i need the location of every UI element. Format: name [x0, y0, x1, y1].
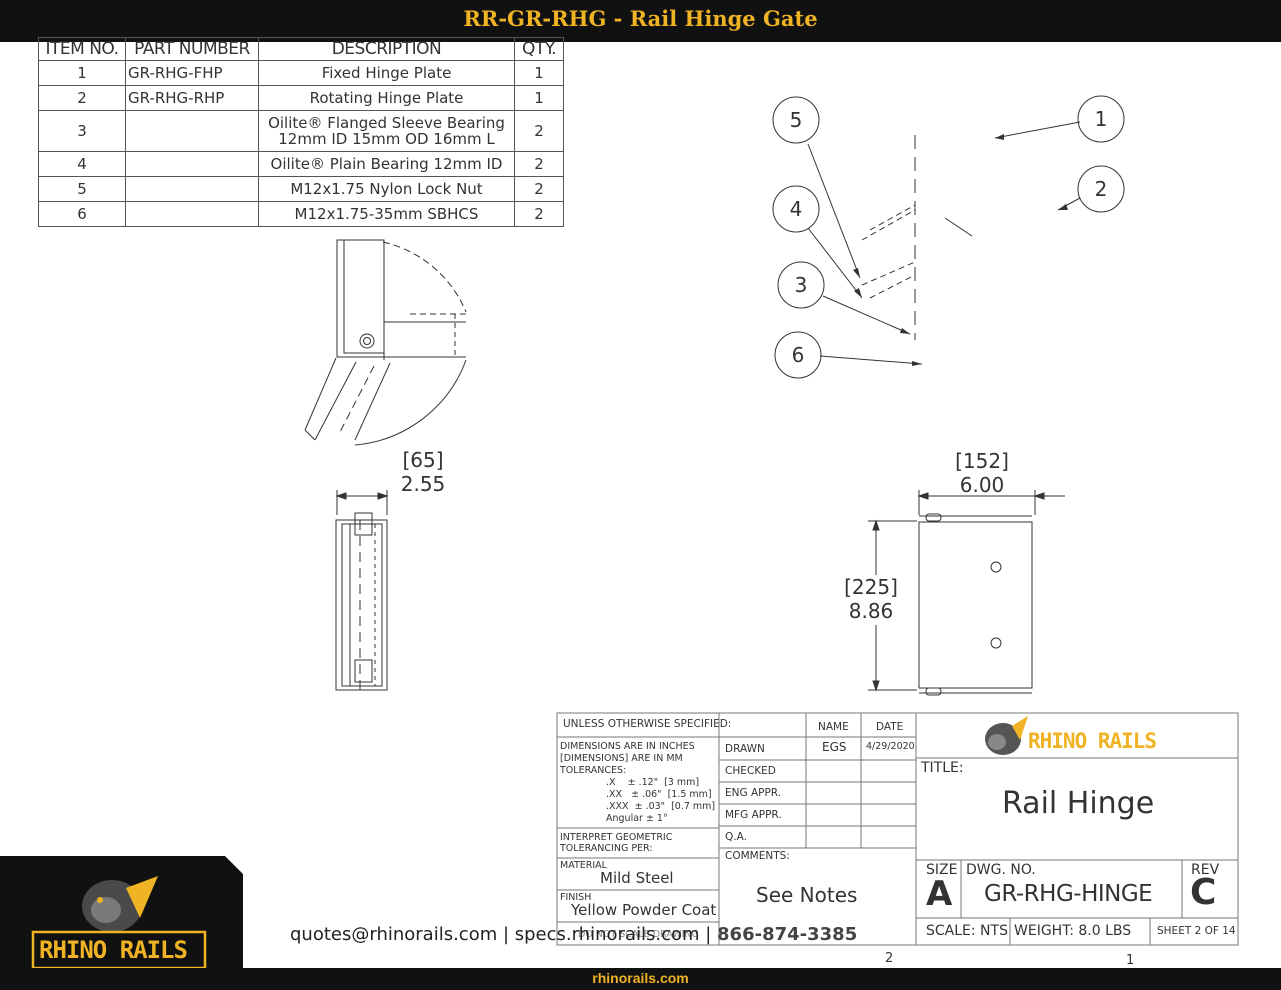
tb-zone-1: 1 [1126, 953, 1135, 968]
tb-finish-label: FINISH [560, 892, 592, 903]
front-view [868, 490, 1065, 696]
tb-finish: Yellow Powder Coat [571, 901, 717, 919]
tb-tol-x: .X ± .12" [3 mm] [606, 777, 700, 788]
bom-qty: 2 [514, 176, 564, 202]
bom-desc: M12x1.75-35mm SBHCS [258, 201, 515, 227]
tb-logo-text: RHINO RAILS [1028, 729, 1157, 753]
bom-part [125, 110, 259, 152]
balloon-1: 1 [1094, 107, 1108, 131]
tb-dwg-label: DWG. NO. [966, 862, 1036, 878]
tb-dims2: [DIMENSIONS] ARE IN MM [560, 753, 683, 764]
tb-title-label: TITLE: [921, 760, 964, 776]
tb-dwg-no: GR-RHG-HINGE [984, 881, 1153, 907]
balloon-3: 3 [794, 273, 808, 297]
bom-header-desc: DESCRIPTION [258, 37, 515, 61]
tb-drawn: DRAWN [725, 743, 765, 755]
rhino-logo-icon [985, 716, 1028, 755]
bom-part: GR-RHG-FHP [125, 60, 259, 86]
header-bar: RR-GR-RHG - Rail Hinge Gate [0, 0, 1281, 42]
balloon-2: 2 [1094, 177, 1108, 201]
dim-in: 8.86 [848, 599, 894, 623]
top-view [304, 239, 467, 446]
table-row: 6 M12x1.75-35mm SBHCS 2 [38, 201, 564, 227]
tb-interp2: TOLERANCING PER: [560, 843, 653, 854]
table-row: 2 GR-RHG-RHP Rotating Hinge Plate 1 [38, 85, 564, 111]
dim-front-height: [225] 8.86 [836, 575, 906, 623]
dim-side-width: [65] 2.55 [393, 448, 453, 496]
tb-unless: UNLESS OTHERWISE SPECIFIED: [563, 718, 732, 730]
tb-drawn-date: 4/29/2020 [866, 741, 915, 752]
bom-header-qty: QTY. [514, 37, 564, 61]
tb-eng-appr: ENG APPR. [725, 787, 782, 799]
tb-title: Rail Hinge [1002, 786, 1155, 821]
footer-bar: rhinorails.com [0, 968, 1281, 990]
bom-header-item: ITEM NO. [38, 37, 126, 61]
tb-size-label: SIZE [926, 862, 958, 878]
bom-desc-line2: 12mm ID 15mm OD 16mm L [278, 130, 495, 148]
tb-tol-angular: Angular ± 1° [606, 813, 668, 824]
bom-desc-line1: Oilite® Flanged Sleeve Bearing [268, 114, 505, 132]
dim-mm: [65] [402, 448, 444, 472]
page-title: RR-GR-RHG - Rail Hinge Gate [463, 6, 818, 31]
dim-in: 2.55 [400, 472, 446, 496]
bom-qty: 2 [514, 201, 564, 227]
tb-checked: CHECKED [725, 765, 776, 777]
tb-size: A [926, 874, 953, 914]
table-row: 1 GR-RHG-FHP Fixed Hinge Plate 1 [38, 60, 564, 86]
tb-scale: SCALE: NTS [926, 923, 1008, 939]
tb-qa: Q.A. [725, 831, 747, 843]
tb-zone-2: 2 [885, 951, 894, 966]
contact-phone[interactable]: 866-874-3385 [717, 924, 858, 945]
balloon-5: 5 [789, 108, 803, 132]
bom-qty: 2 [514, 110, 564, 152]
dim-in: 6.00 [959, 473, 1005, 497]
tb-dims1: DIMENSIONS ARE IN INCHES [560, 741, 695, 752]
dim-mm: [152] [955, 449, 1009, 473]
tb-rev-label: REV [1191, 862, 1220, 878]
tb-sheet: SHEET 2 OF 14 [1157, 925, 1236, 937]
tb-material-label: MATERIAL [560, 860, 607, 871]
iso-view [807, 121, 1081, 365]
tb-interp1: INTERPRET GEOMETRIC [560, 832, 673, 843]
balloons [772, 95, 1125, 379]
contact-line: quotes@rhinorails.com | specs.rhinorails… [290, 924, 857, 945]
dim-mm: [225] [844, 575, 898, 599]
tb-tol-xx: .XX ± .06" [1.5 mm] [606, 789, 712, 800]
bom-item: 3 [38, 110, 126, 152]
tb-comments: COMMENTS: [725, 850, 790, 862]
tb-material: Mild Steel [600, 869, 674, 887]
tb-mfg-appr: MFG APPR. [725, 809, 782, 821]
contact-emails[interactable]: quotes@rhinorails.com | specs.rhinorails… [290, 924, 718, 945]
bom-table: ITEM NO. PART NUMBER DESCRIPTION QTY. 1 … [38, 37, 564, 227]
tb-drawn-name: EGS [822, 740, 847, 754]
bom-qty: 2 [514, 151, 564, 177]
bom-header-row: ITEM NO. PART NUMBER DESCRIPTION QTY. [38, 37, 564, 61]
bom-qty: 1 [514, 85, 564, 111]
dim-front-width: [152] 6.00 [942, 449, 1022, 497]
bom-desc: Fixed Hinge Plate [258, 60, 515, 86]
tb-tol-xxx: .XXX ± .03" [0.7 mm] [606, 801, 716, 812]
footer-url[interactable]: rhinorails.com [592, 970, 689, 986]
title-block-lines [556, 712, 1239, 946]
tb-tolerances: TOLERANCES: [560, 765, 627, 776]
balloon-4: 4 [789, 197, 803, 221]
bom-part: GR-RHG-RHP [125, 85, 259, 111]
balloon-6: 6 [791, 343, 805, 367]
bom-part [125, 151, 259, 177]
tb-do-not-scale: DO NOT SCALE DRAWING [578, 929, 699, 940]
tb-name-header: NAME [818, 721, 849, 733]
bom-desc: Rotating Hinge Plate [258, 85, 515, 111]
tb-see-notes: See Notes [756, 883, 858, 907]
tb-rev: C [1190, 872, 1217, 913]
footer-logo-text: RHINO RAILS [39, 936, 188, 964]
tb-weight: WEIGHT: 8.0 LBS [1014, 923, 1132, 939]
bom-desc: Oilite® Plain Bearing 12mm ID [258, 151, 515, 177]
tb-date-header: DATE [876, 721, 904, 733]
side-view [335, 490, 389, 691]
